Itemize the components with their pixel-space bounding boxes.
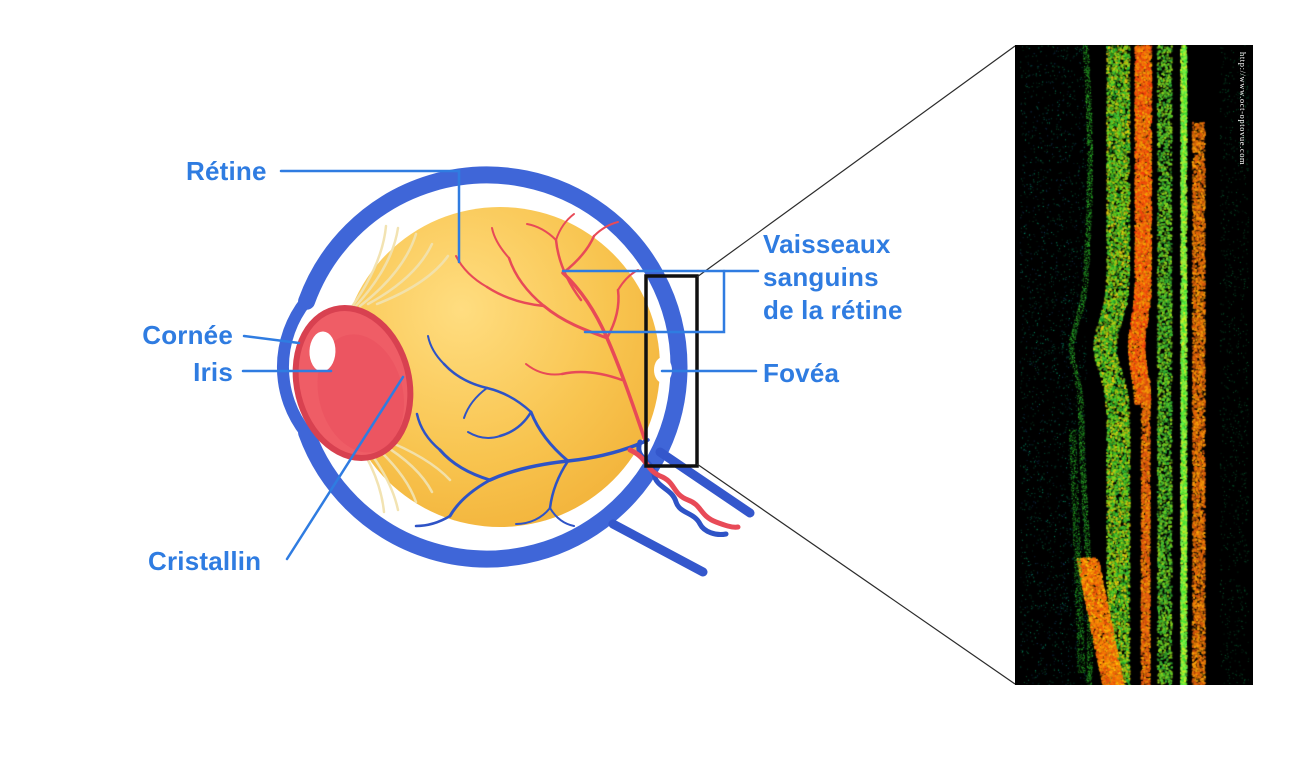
label-vessels-line2: sanguins bbox=[763, 262, 879, 292]
optic-nerve-upper-edge bbox=[660, 452, 750, 513]
label-vessels-line1: Vaisseaux bbox=[763, 229, 891, 259]
label-vessels-line3: de la rétine bbox=[763, 295, 903, 325]
oct-watermark: http://www.oct-optovue.com bbox=[1238, 52, 1248, 252]
optic-nerve-lower-edge bbox=[613, 524, 703, 572]
optic-nerve bbox=[613, 442, 750, 572]
label-iris: Iris bbox=[193, 357, 233, 387]
magnification-line-bottom bbox=[697, 464, 1015, 684]
label-fovea: Fovéa bbox=[763, 358, 839, 388]
label-retina: Rétine bbox=[186, 156, 267, 186]
magnification-lines bbox=[697, 46, 1015, 684]
label-cornea: Cornée bbox=[142, 320, 233, 350]
label-lens: Cristallin bbox=[148, 546, 261, 576]
oct-scan-image bbox=[1015, 45, 1253, 685]
